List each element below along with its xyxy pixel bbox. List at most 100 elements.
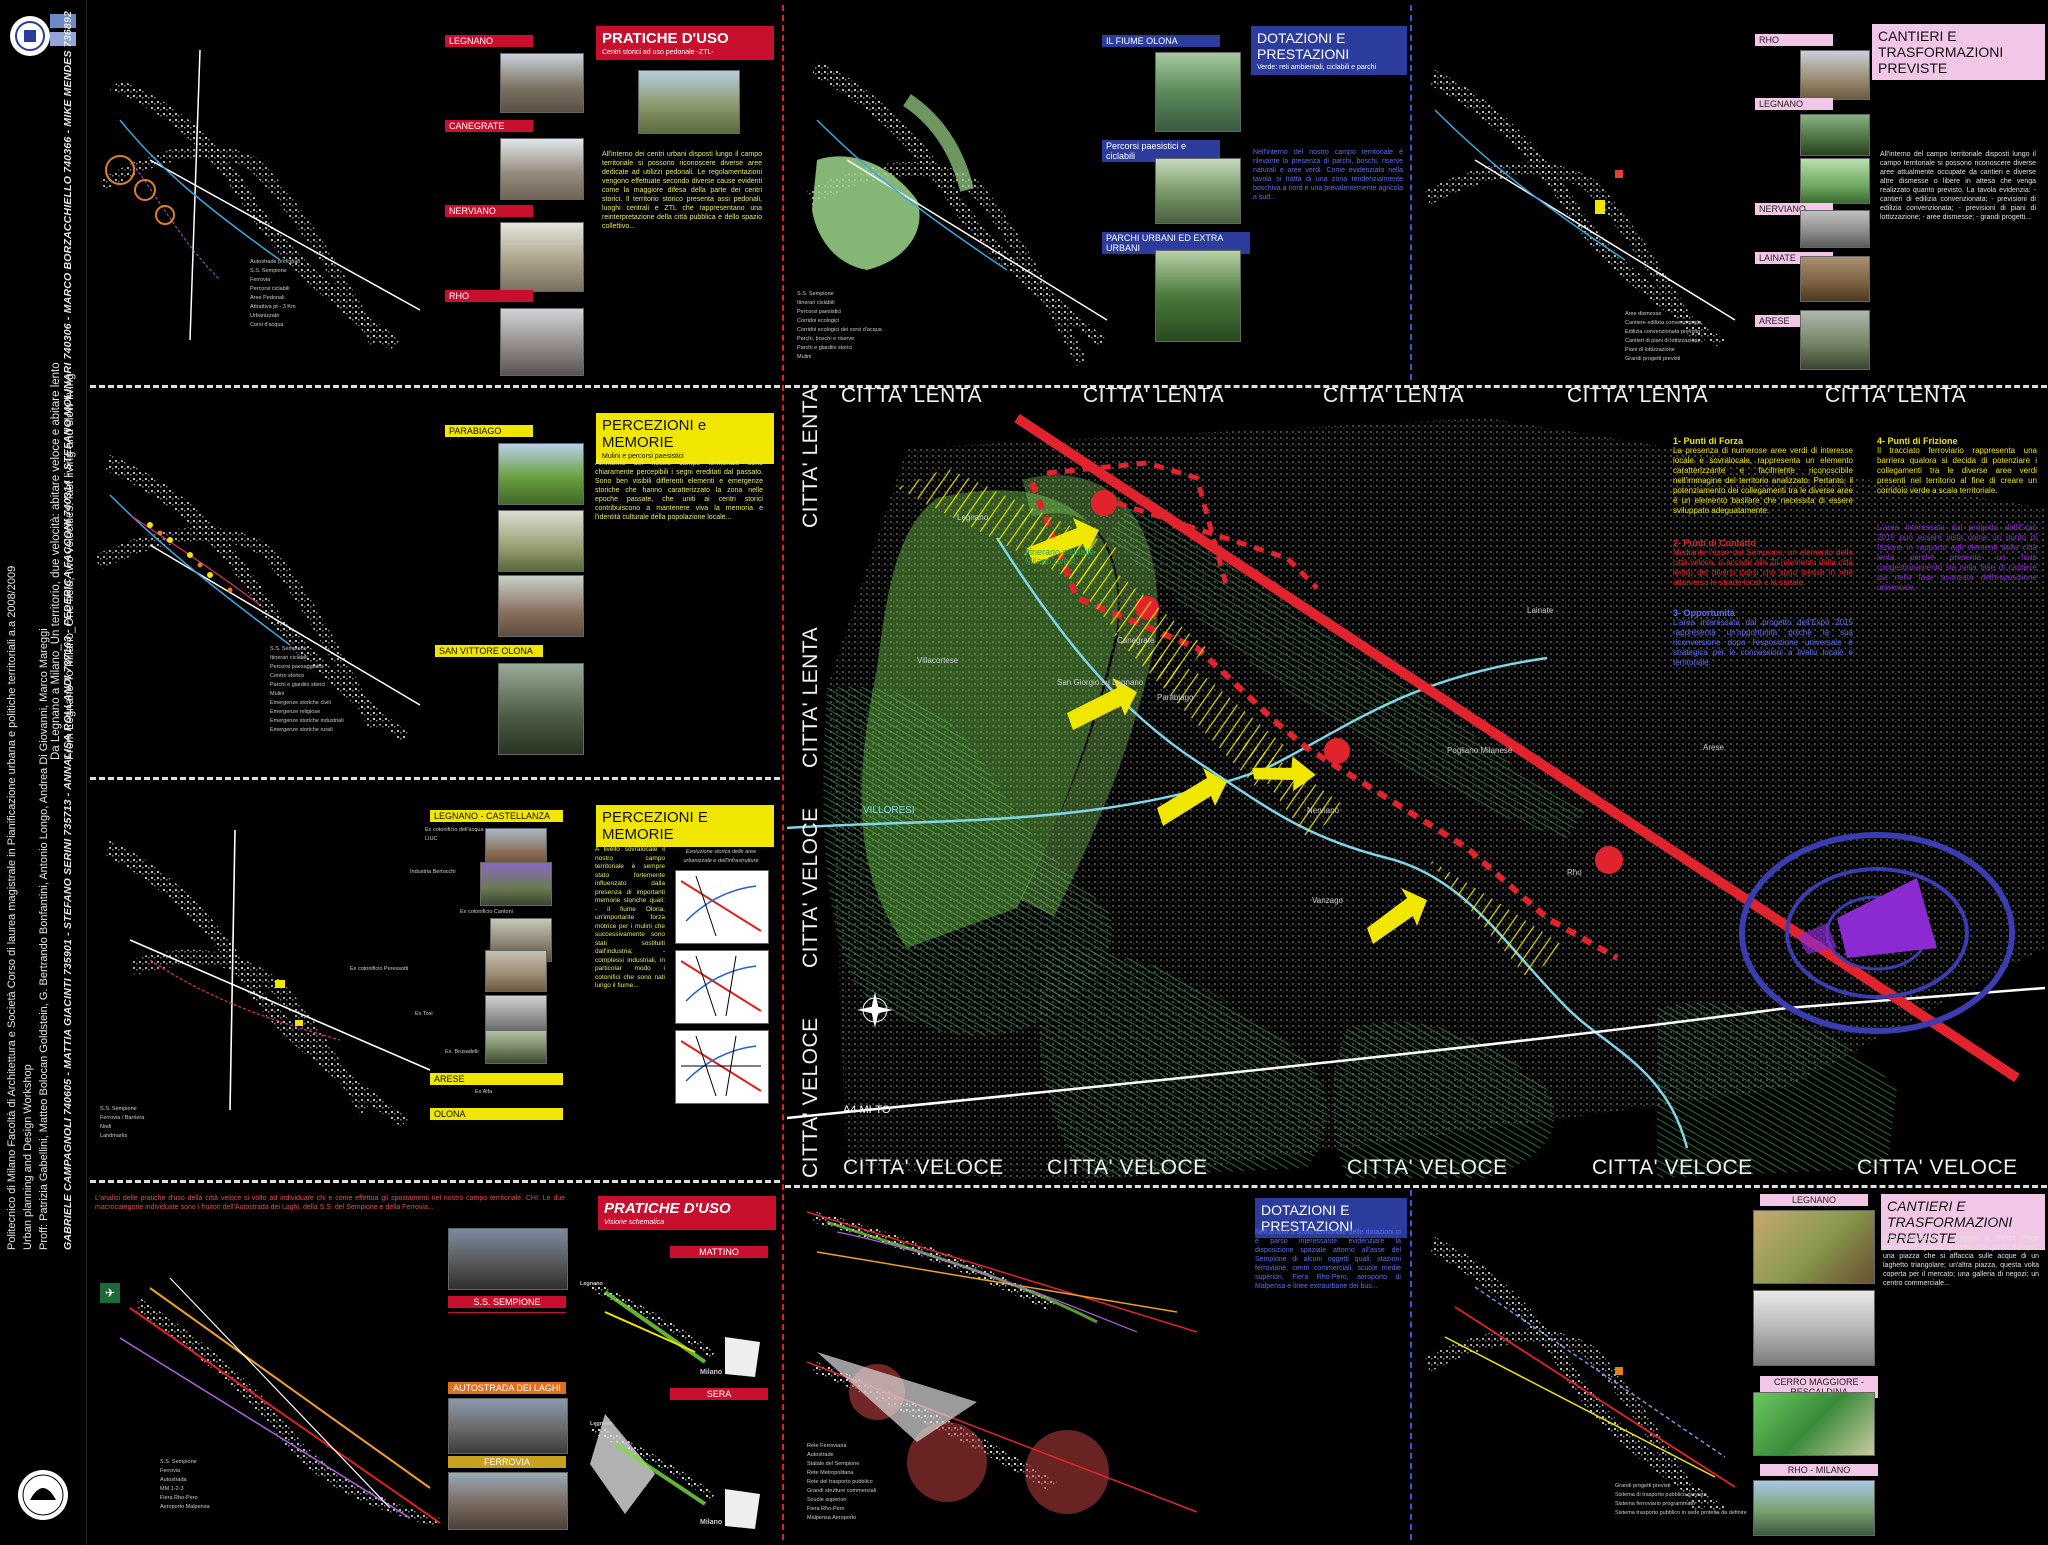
legend-item: Grandi strutture commerciali bbox=[807, 1488, 877, 1494]
point-text: Il tracciato ferroviario rappresenta una… bbox=[1877, 446, 2037, 495]
workshop-line: Urban planning and Design Workshop bbox=[22, 1064, 34, 1250]
legend-cantieri: Aree dismesse Cantiere edilizia convenzi… bbox=[1625, 310, 1765, 364]
label-citta-lenta-2: CITTA' LENTA bbox=[1083, 388, 1225, 407]
legend-item: Autostrada bbox=[160, 1477, 187, 1483]
legend-item: Grandi progetti previsti bbox=[1625, 356, 1681, 362]
legend-item: Mulini bbox=[270, 691, 285, 697]
photo-legnano-cantiere bbox=[1800, 114, 1870, 156]
point-3: 3- Opportunità L'area interessata dal pr… bbox=[1673, 608, 1853, 668]
label-rho-milano: RHO - MILANO bbox=[1760, 1464, 1878, 1476]
photo-sempione bbox=[448, 1228, 568, 1290]
photo-parabiago-2 bbox=[498, 510, 584, 572]
place-legnano: Legnano bbox=[957, 513, 989, 522]
legend-item: Rete Metropolitana bbox=[807, 1470, 854, 1476]
label-nerviano: NERVIANO bbox=[445, 205, 533, 217]
legend-item: Parchi, boschi e riserve bbox=[797, 336, 855, 342]
point-text: Mediante l'asse del Sempione, un element… bbox=[1673, 548, 1853, 587]
north-arrow-icon bbox=[857, 992, 893, 1028]
label-left-lenta-2: CITTA' LENTA bbox=[799, 626, 822, 768]
map-cantieri-2 bbox=[1425, 1237, 1736, 1513]
legend-item: Ferrovia bbox=[250, 277, 271, 283]
legend-item: Emergenze storiche rurali bbox=[270, 727, 333, 733]
logo-icon bbox=[10, 14, 76, 56]
panel-text: Nell'interno del nostro campo territoria… bbox=[1253, 149, 1403, 201]
legend-item: Fiera Rho-Pero bbox=[807, 1506, 845, 1512]
evolution-map-icon bbox=[680, 955, 762, 1017]
map-fast-city bbox=[119, 1277, 441, 1526]
title-text: CANTIERI E TRASFORMAZIONI PREVISTE bbox=[1887, 1198, 2013, 1246]
label-olona: OLONA bbox=[430, 1108, 563, 1120]
label-legnano: LEGNANO bbox=[1760, 1194, 1868, 1206]
legend-item: S.S. Sempione bbox=[100, 1106, 137, 1112]
panel-title: PERCEZIONI E MEMORIE bbox=[596, 805, 774, 847]
divider-left-1 bbox=[90, 385, 780, 388]
caption-tosi: Ex Tosi bbox=[415, 1011, 433, 1017]
photo-legnano-render bbox=[1753, 1210, 1875, 1284]
professors-line: Proff: Patrizia Gabellini, Matteo Boloca… bbox=[38, 628, 50, 1250]
place-rho: Rho bbox=[1567, 868, 1582, 877]
map-sera bbox=[590, 1414, 760, 1529]
legend-item: Percorsi paesaggistici bbox=[270, 664, 324, 670]
caption-bertocchi: Industria Bertocchi bbox=[410, 869, 456, 875]
legend-item: Emergenze storiche industriali bbox=[270, 718, 344, 724]
label-citta-lenta-3: CITTA' LENTA bbox=[1323, 388, 1465, 407]
label-left-lenta-1: CITTA' LENTA bbox=[799, 388, 822, 528]
legend-item: Autostrade principali bbox=[250, 259, 300, 265]
label-legnano-sera: Legnano bbox=[590, 1421, 613, 1427]
label-rho: RHO bbox=[1755, 34, 1833, 46]
legend-item: Parchi e giardini storici bbox=[797, 345, 853, 351]
place-canegrate: Canegrate bbox=[1117, 636, 1155, 645]
point-text: L'area interessata dal progetto dell'Exp… bbox=[1673, 618, 1853, 667]
legend-item: S.S. Sempione bbox=[250, 268, 287, 274]
polimi-seal bbox=[16, 1460, 70, 1530]
label-citta-lenta-5: CITTA' LENTA bbox=[1825, 388, 1967, 407]
point-text: L'area interessata dal progetto dell'Exp… bbox=[1877, 523, 2037, 592]
photo-autostrada bbox=[448, 1398, 568, 1454]
point-1: 1- Punti di Forza La presenza di numeros… bbox=[1673, 436, 1853, 516]
legend-item: Ferrovia / Barriera bbox=[100, 1115, 145, 1121]
students-line: GABRIELE CAMPAGNOLI 740605 - MATTIA GIAC… bbox=[62, 10, 74, 1250]
panel-title: PERCEZIONI e MEMORIE Mulini e percorsi p… bbox=[596, 413, 774, 464]
subtitle-text: Visione schematica bbox=[604, 1219, 665, 1226]
highway-a4: A4 MI-TO bbox=[843, 1104, 891, 1116]
photo-cerro-render bbox=[1753, 1392, 1875, 1456]
panel-title: PRATICHE D'USO Centri storici ad uso ped… bbox=[596, 26, 774, 60]
label-citta-veloce-5: CITTA' VELOCE bbox=[1857, 1156, 2018, 1179]
divider-bottom-middle bbox=[1410, 1190, 1412, 1540]
label-fiume-olona: IL FIUME OLONA bbox=[1102, 35, 1220, 47]
legend-item: Sistema trasporto pubblico in sede prote… bbox=[1615, 1510, 1747, 1516]
divider-bottom-right bbox=[785, 1185, 2047, 1188]
legend-item: Mulini bbox=[797, 354, 812, 360]
legend-item: Aeroporto Malpensa bbox=[160, 1504, 210, 1510]
legend-item: Sistema di trasporto pubblico previsto bbox=[1615, 1492, 1707, 1498]
panel-text: All'interno dei centri urbani disposti l… bbox=[602, 151, 762, 230]
panel-title: CANTIERI E TRASFORMAZIONI PREVISTE bbox=[1881, 1194, 2045, 1250]
photo-rho-render bbox=[1753, 1480, 1875, 1536]
caption-cantoni: Ex cotonificio Cantoni bbox=[460, 909, 513, 915]
evolution-map-icon bbox=[680, 875, 762, 937]
legend-item: Edilizia convenzionata prevista bbox=[1625, 329, 1701, 335]
caption-brusadelli: Ex. Brusadelli bbox=[445, 1049, 479, 1055]
label-legnano-castellanza: LEGNANO - CASTELLANZA bbox=[430, 810, 563, 822]
place-lainate: Lainate bbox=[1527, 606, 1554, 615]
title-text: PERCEZIONI E MEMORIE bbox=[602, 809, 708, 843]
legend-item: Emergenze religiose bbox=[270, 709, 321, 715]
place-villacortese: Villacortese bbox=[917, 656, 959, 665]
airplane-icon: ✈ bbox=[100, 1283, 120, 1303]
panel-title: DOTAZIONI E PRESTAZIONI Verde: reti ambi… bbox=[1251, 26, 1407, 75]
title-text: PERCEZIONI e MEMORIE bbox=[602, 417, 707, 451]
sempione-text bbox=[448, 1312, 566, 1373]
title-text: CANTIERI E TRASFORMAZIONI PREVISTE bbox=[1878, 28, 2004, 76]
divider-top-middle bbox=[1410, 5, 1412, 380]
map-cantieri bbox=[1425, 70, 1736, 346]
label-parchi: PARCHI URBANI ED EXTRA URBANI bbox=[1102, 232, 1250, 254]
legend-item: S.S. Sempione bbox=[797, 291, 834, 297]
panel-text: L'analisi delle pratiche d'uso della cit… bbox=[95, 1195, 565, 1211]
photo-legnano-render-2 bbox=[1753, 1290, 1875, 1366]
label-mattino: MATTINO bbox=[670, 1246, 768, 1258]
legend-cantieri-2: Grandi progetti previsti Sistema di tras… bbox=[1615, 1482, 1775, 1518]
photo-industria-6 bbox=[485, 1030, 547, 1064]
evolution-map-icon bbox=[680, 1035, 762, 1097]
legend-item: Itinerari ciclabili bbox=[797, 300, 835, 306]
subtitle-text: Mulini e percorsi paesistici bbox=[602, 453, 684, 460]
